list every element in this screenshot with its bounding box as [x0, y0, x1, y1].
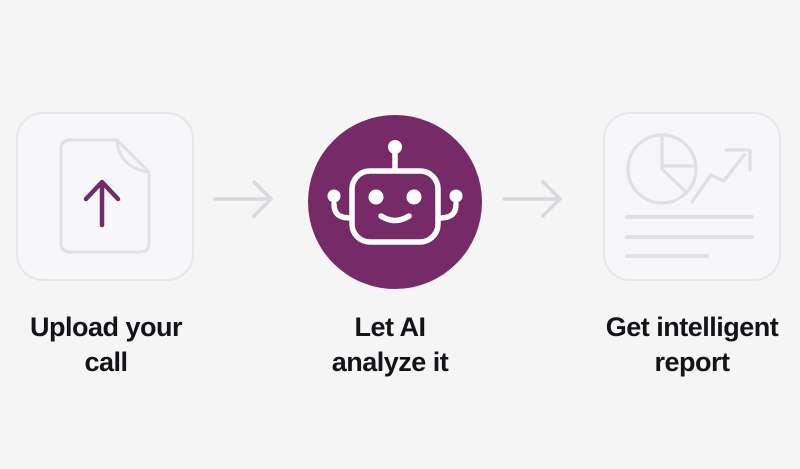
step-icon-ai-analyze: [307, 114, 483, 290]
step-label-line: Get intelligent: [605, 312, 779, 342]
step-label-upload-call: Upload your call: [6, 310, 206, 380]
step-label-line: report: [654, 347, 730, 377]
step-card-upload-call: [16, 112, 194, 281]
step-label-intelligent-report: Get intelligent report: [588, 310, 796, 380]
step-label-line: Let AI: [354, 312, 427, 342]
step-label-ai-analyze: Let AI analyze it: [290, 310, 490, 380]
step-label-line: call: [84, 347, 128, 377]
arrow-right-icon: [213, 180, 273, 218]
arrow-right-icon: [502, 180, 562, 218]
step-label-line: analyze it: [331, 347, 449, 377]
report-chart-icon: [625, 132, 754, 258]
robot-icon: [308, 115, 482, 289]
step-label-line: Upload your: [29, 312, 183, 342]
document-upload-icon: [59, 138, 151, 253]
step-card-intelligent-report: [603, 112, 781, 281]
